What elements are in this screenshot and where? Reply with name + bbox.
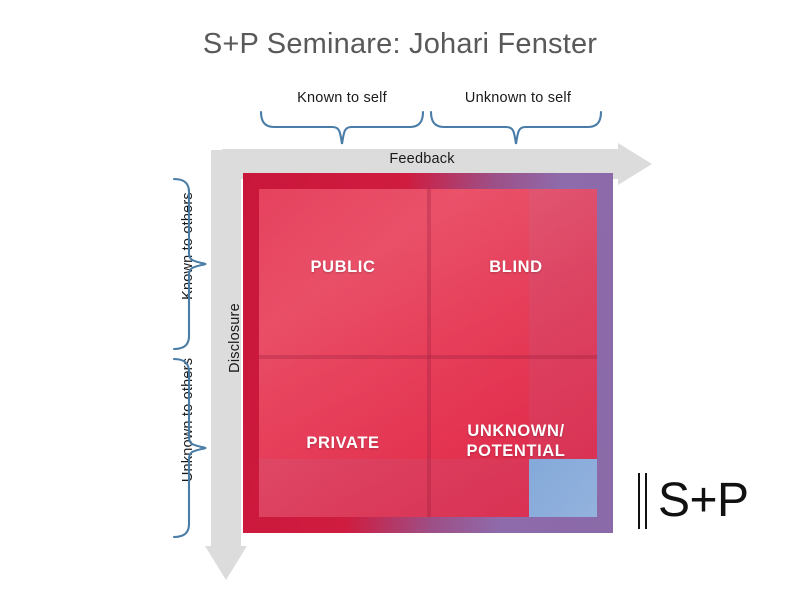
quadrant-label-private: PRIVATE xyxy=(306,434,380,452)
logo-bar-right xyxy=(645,473,647,529)
matrix-inner-panel xyxy=(259,189,597,517)
brace-left-top-icon xyxy=(172,177,207,351)
matrix-red-row-layer xyxy=(259,189,597,459)
brace-top-left-icon xyxy=(259,110,425,145)
brace-left-bottom-icon xyxy=(172,357,207,539)
quadrant-label-public: PUBLIC xyxy=(310,258,376,276)
column-label-unknown-to-self: Unknown to self xyxy=(464,90,572,106)
page-title: S+P Seminare: Johari Fenster xyxy=(202,28,598,60)
quadrant-label-blind: BLIND xyxy=(489,258,543,276)
disclosure-arrow-label: Disclosure xyxy=(227,303,243,373)
sp-logo: S+P xyxy=(638,473,749,529)
quadrant-label-unknown-potential: UNKNOWN/ POTENTIAL xyxy=(466,422,566,461)
feedback-arrow-label: Feedback xyxy=(389,151,455,167)
matrix-horizontal-divider xyxy=(259,355,597,359)
brace-top-right-icon xyxy=(429,110,603,145)
logo-text: S+P xyxy=(658,474,749,527)
logo-bar-left xyxy=(638,473,640,529)
column-label-known-to-self: Known to self xyxy=(297,90,387,106)
disclosure-arrow-icon xyxy=(205,150,247,580)
johari-matrix xyxy=(243,173,613,533)
matrix-vertical-divider xyxy=(427,189,431,517)
